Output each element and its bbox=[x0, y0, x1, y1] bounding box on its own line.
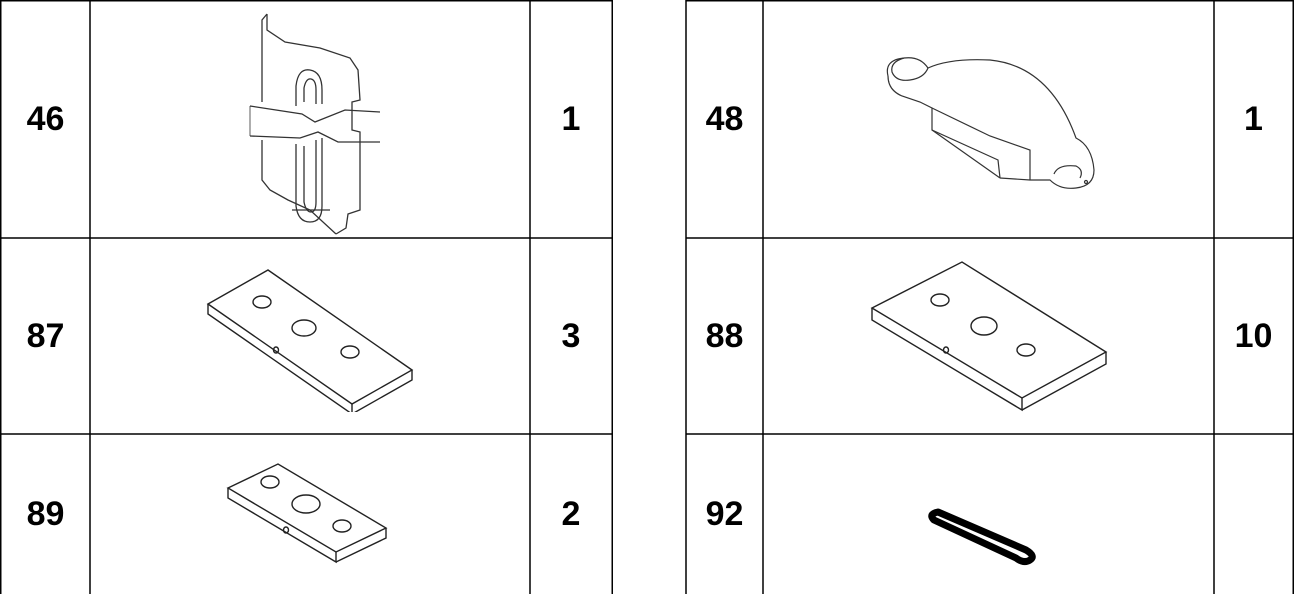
quantity: 2 bbox=[561, 494, 581, 533]
part-number: 87 bbox=[26, 316, 65, 355]
wide-spacer-block-icon bbox=[870, 261, 1108, 412]
panel-with-u-bolt-icon bbox=[249, 13, 381, 235]
part-number: 48 bbox=[705, 100, 744, 138]
quantity: 10 bbox=[1234, 316, 1273, 355]
part-number: 92 bbox=[705, 494, 744, 533]
mount-bracket-icon bbox=[886, 57, 1095, 189]
quantity bbox=[1214, 434, 1293, 594]
quantity: 1 bbox=[561, 100, 581, 138]
part-number: 89 bbox=[26, 494, 65, 533]
pin-icon bbox=[928, 508, 1036, 566]
quantity: 1 bbox=[1244, 100, 1263, 138]
quantity: 3 bbox=[561, 316, 581, 355]
spacer-block-icon bbox=[206, 269, 414, 412]
part-number: 46 bbox=[26, 100, 65, 138]
part-number: 88 bbox=[705, 316, 744, 355]
small-spacer-block-icon bbox=[226, 463, 388, 564]
